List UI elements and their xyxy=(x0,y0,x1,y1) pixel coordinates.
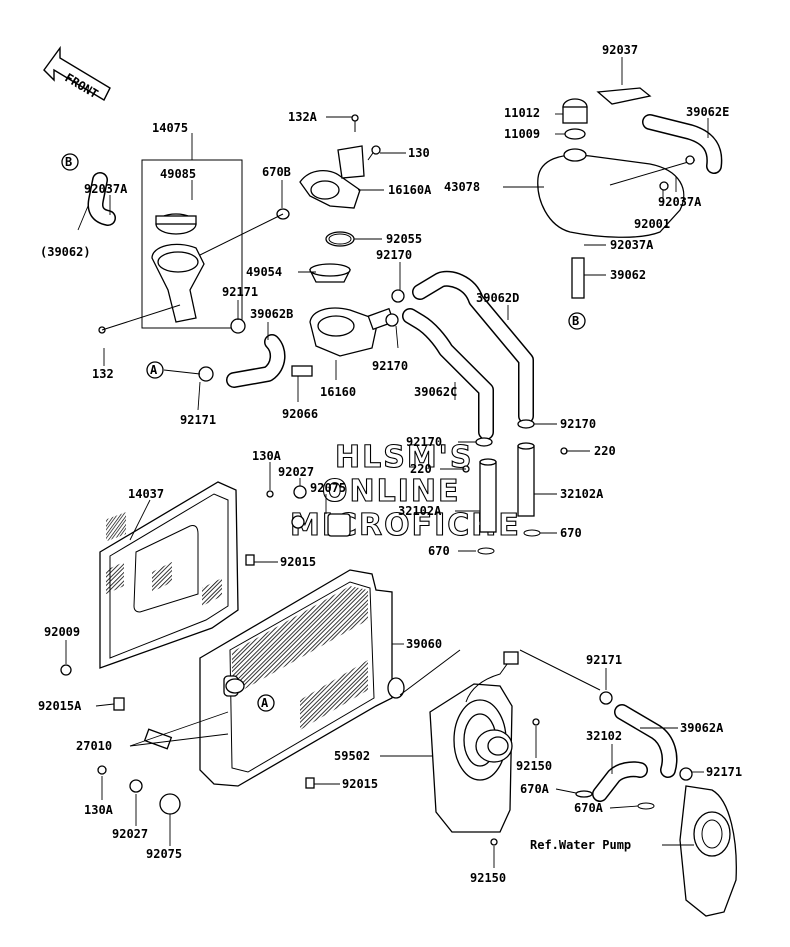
label-92066: 92066 xyxy=(282,407,318,421)
label-670-right: 670 xyxy=(560,526,582,540)
label-92171-right: 92171 xyxy=(586,653,622,667)
label-92075-top: 92075 xyxy=(310,481,346,495)
svg-text:B: B xyxy=(65,155,72,169)
pipes-32102A xyxy=(462,419,568,555)
label-92027-top: 92027 xyxy=(278,465,314,479)
label-92015-low: 92015 xyxy=(342,777,378,791)
label-32102A-right: 32102A xyxy=(560,487,604,501)
callout-B-bottom: B xyxy=(568,312,586,330)
part-labels: 92037 11012 11009 39062E 43078 92037A 92… xyxy=(38,43,742,885)
label-92015A: 92015A xyxy=(38,699,82,713)
label-132A: 132A xyxy=(288,110,318,124)
label-670B: 670B xyxy=(262,165,291,179)
label-39062-paren: (39062) xyxy=(40,245,91,259)
label-130: 130 xyxy=(408,146,430,160)
reservoir-tank-assembly xyxy=(537,87,723,299)
label-32102: 32102 xyxy=(586,729,622,743)
label-14075: 14075 xyxy=(152,121,188,135)
label-59502: 59502 xyxy=(334,749,370,763)
svg-text:A: A xyxy=(150,363,158,377)
label-39062C: 39062C xyxy=(414,385,457,399)
tank-neck xyxy=(563,148,587,162)
filler-neck-assembly xyxy=(87,159,290,334)
label-49054: 49054 xyxy=(246,265,282,279)
label-92171-A: 92171 xyxy=(180,413,216,427)
hose-39062-tank xyxy=(571,257,585,299)
front-arrow-icon: FRONT xyxy=(43,45,111,101)
label-92009: 92009 xyxy=(44,625,80,639)
label-ref-water-pump: Ref.Water Pump xyxy=(530,838,631,852)
pipe-32102A-left xyxy=(479,461,497,533)
pipe-32102A-right xyxy=(517,445,535,517)
watermark-line-2: ONLINE xyxy=(322,474,461,509)
label-43078: 43078 xyxy=(444,180,480,194)
label-11012: 11012 xyxy=(504,106,540,120)
label-220-right: 220 xyxy=(594,444,616,458)
label-32102A-left: 32102A xyxy=(398,504,442,518)
label-14037: 14037 xyxy=(128,487,164,501)
label-130A-low: 130A xyxy=(84,803,114,817)
label-92055: 92055 xyxy=(386,232,422,246)
fan-assembly-59502 xyxy=(399,649,601,846)
svg-text:B: B xyxy=(572,314,579,328)
tank-cap-body xyxy=(562,106,588,124)
callout-A-radiator: A xyxy=(257,694,275,712)
label-39062A: 39062A xyxy=(680,721,724,735)
label-92150-low: 92150 xyxy=(470,871,506,885)
label-92037A-left: 92037A xyxy=(84,182,128,196)
thermostat-assembly xyxy=(291,114,405,377)
water-pump-pipes xyxy=(575,691,737,917)
label-92170-top: 92170 xyxy=(376,248,412,262)
label-132: 132 xyxy=(92,367,114,381)
watermark-line-1: HLSM'S xyxy=(335,440,473,475)
label-92027-low: 92027 xyxy=(112,827,148,841)
label-92170-right: 92170 xyxy=(560,417,596,431)
label-39062-tank: 39062 xyxy=(610,268,646,282)
label-27010: 27010 xyxy=(76,739,112,753)
sensor-92066 xyxy=(291,365,313,377)
label-220-left: 220 xyxy=(410,462,432,476)
leader-lines xyxy=(65,57,709,868)
label-39062D: 39062D xyxy=(476,291,519,305)
label-49085: 49085 xyxy=(160,167,196,181)
callout-B-top: B xyxy=(61,153,79,171)
label-130A-top: 130A xyxy=(252,449,282,463)
label-16160: 16160 xyxy=(320,385,356,399)
label-39062B: 39062B xyxy=(250,307,293,321)
label-16160A: 16160A xyxy=(388,183,432,197)
svg-text:A: A xyxy=(261,696,269,710)
label-670A-left: 670A xyxy=(520,782,550,796)
label-39062E: 39062E xyxy=(686,105,729,119)
radiator-screen-14037 xyxy=(99,481,239,669)
label-92015-top: 92015 xyxy=(280,555,316,569)
label-92001: 92001 xyxy=(634,217,670,231)
callout-A-top: A xyxy=(146,361,164,379)
radiator-39060 xyxy=(60,485,405,815)
label-670A-right: 670A xyxy=(574,801,604,815)
label-92171-left: 92171 xyxy=(222,285,258,299)
bracket-92037 xyxy=(596,87,652,105)
label-92170-low: 92170 xyxy=(406,435,442,449)
label-11009: 11009 xyxy=(504,127,540,141)
label-92150-mid: 92150 xyxy=(516,759,552,773)
label-92170-mid: 92170 xyxy=(372,359,408,373)
label-39060: 39060 xyxy=(406,637,442,651)
label-92075-low: 92075 xyxy=(146,847,182,861)
label-92037A-low: 92037A xyxy=(610,238,654,252)
label-92037A-tank: 92037A xyxy=(658,195,702,209)
label-92037: 92037 xyxy=(602,43,638,57)
cap-gasket xyxy=(564,128,586,140)
label-92171-far: 92171 xyxy=(706,765,742,779)
hoses xyxy=(198,270,534,440)
label-670-left: 670 xyxy=(428,544,450,558)
